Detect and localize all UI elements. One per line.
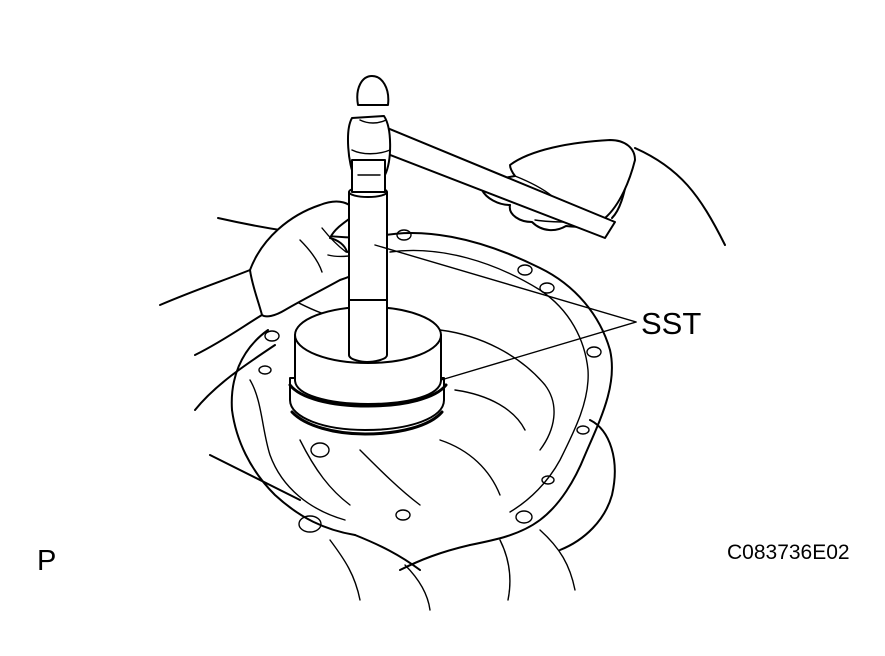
bolt-hole bbox=[541, 475, 555, 485]
hammer-face-line bbox=[351, 149, 391, 155]
leader-line-shaft bbox=[374, 244, 637, 323]
housing-lower-right-edge bbox=[399, 544, 471, 571]
housing-internal-curve-4 bbox=[359, 449, 421, 506]
housing-internal-curve-3 bbox=[439, 439, 501, 496]
hammer-knob bbox=[356, 75, 390, 106]
sst-disc-seam bbox=[288, 383, 448, 408]
leader-line-disc bbox=[440, 321, 637, 381]
housing-bottom-rib-left bbox=[329, 539, 361, 601]
housing-internal-curve-5 bbox=[299, 439, 351, 506]
sst-disc bbox=[288, 299, 448, 436]
bolt-hole bbox=[515, 510, 533, 524]
bolt-hole bbox=[517, 264, 533, 276]
housing-flange-outer bbox=[371, 232, 613, 546]
housing-left-rib bbox=[249, 379, 346, 521]
right-arm-upper bbox=[634, 147, 726, 246]
left-thumb-line bbox=[299, 239, 323, 273]
housing-bottom-rib-far bbox=[539, 529, 576, 591]
housing-left-upper bbox=[230, 329, 269, 411]
left-hand bbox=[159, 200, 375, 356]
housing-internal-curve-1 bbox=[439, 329, 555, 451]
housing-internal-curve-2 bbox=[454, 389, 526, 431]
bolt-hole bbox=[258, 365, 272, 375]
bolt-hole bbox=[576, 425, 590, 435]
sst-callout-label: SST bbox=[641, 306, 702, 341]
housing-right-bulge bbox=[559, 419, 616, 551]
housing-left-lower bbox=[231, 409, 356, 536]
left-arm-lower bbox=[194, 314, 263, 356]
housing-left-long-line bbox=[209, 454, 301, 501]
bolt-hole bbox=[264, 330, 280, 342]
housing-bottom-edge bbox=[354, 534, 421, 571]
bolt-hole bbox=[395, 509, 411, 521]
housing-flange-inner bbox=[389, 249, 589, 513]
sst-disc-lower-edge bbox=[290, 410, 444, 436]
left-arm-upper bbox=[159, 269, 251, 306]
left-finger-line bbox=[321, 227, 347, 253]
hammer-neck-line bbox=[359, 119, 387, 124]
sst-shaft-cap bbox=[351, 159, 386, 193]
bolt-hole bbox=[539, 282, 555, 294]
callout-leaders bbox=[374, 244, 637, 381]
bolt-hole bbox=[298, 515, 322, 533]
bolt-hole bbox=[396, 229, 412, 241]
bolt-hole bbox=[586, 346, 602, 358]
bolt-holes bbox=[258, 229, 602, 533]
figure-code: C083736E02 bbox=[727, 541, 850, 564]
housing-bottom-rib-mid bbox=[404, 564, 431, 611]
housing-left-line bbox=[194, 344, 276, 411]
figure-marker: P bbox=[37, 545, 57, 577]
bolt-hole bbox=[310, 442, 330, 458]
sst-shaft-lower bbox=[348, 299, 388, 363]
housing-bottom-rib-right bbox=[499, 539, 511, 601]
